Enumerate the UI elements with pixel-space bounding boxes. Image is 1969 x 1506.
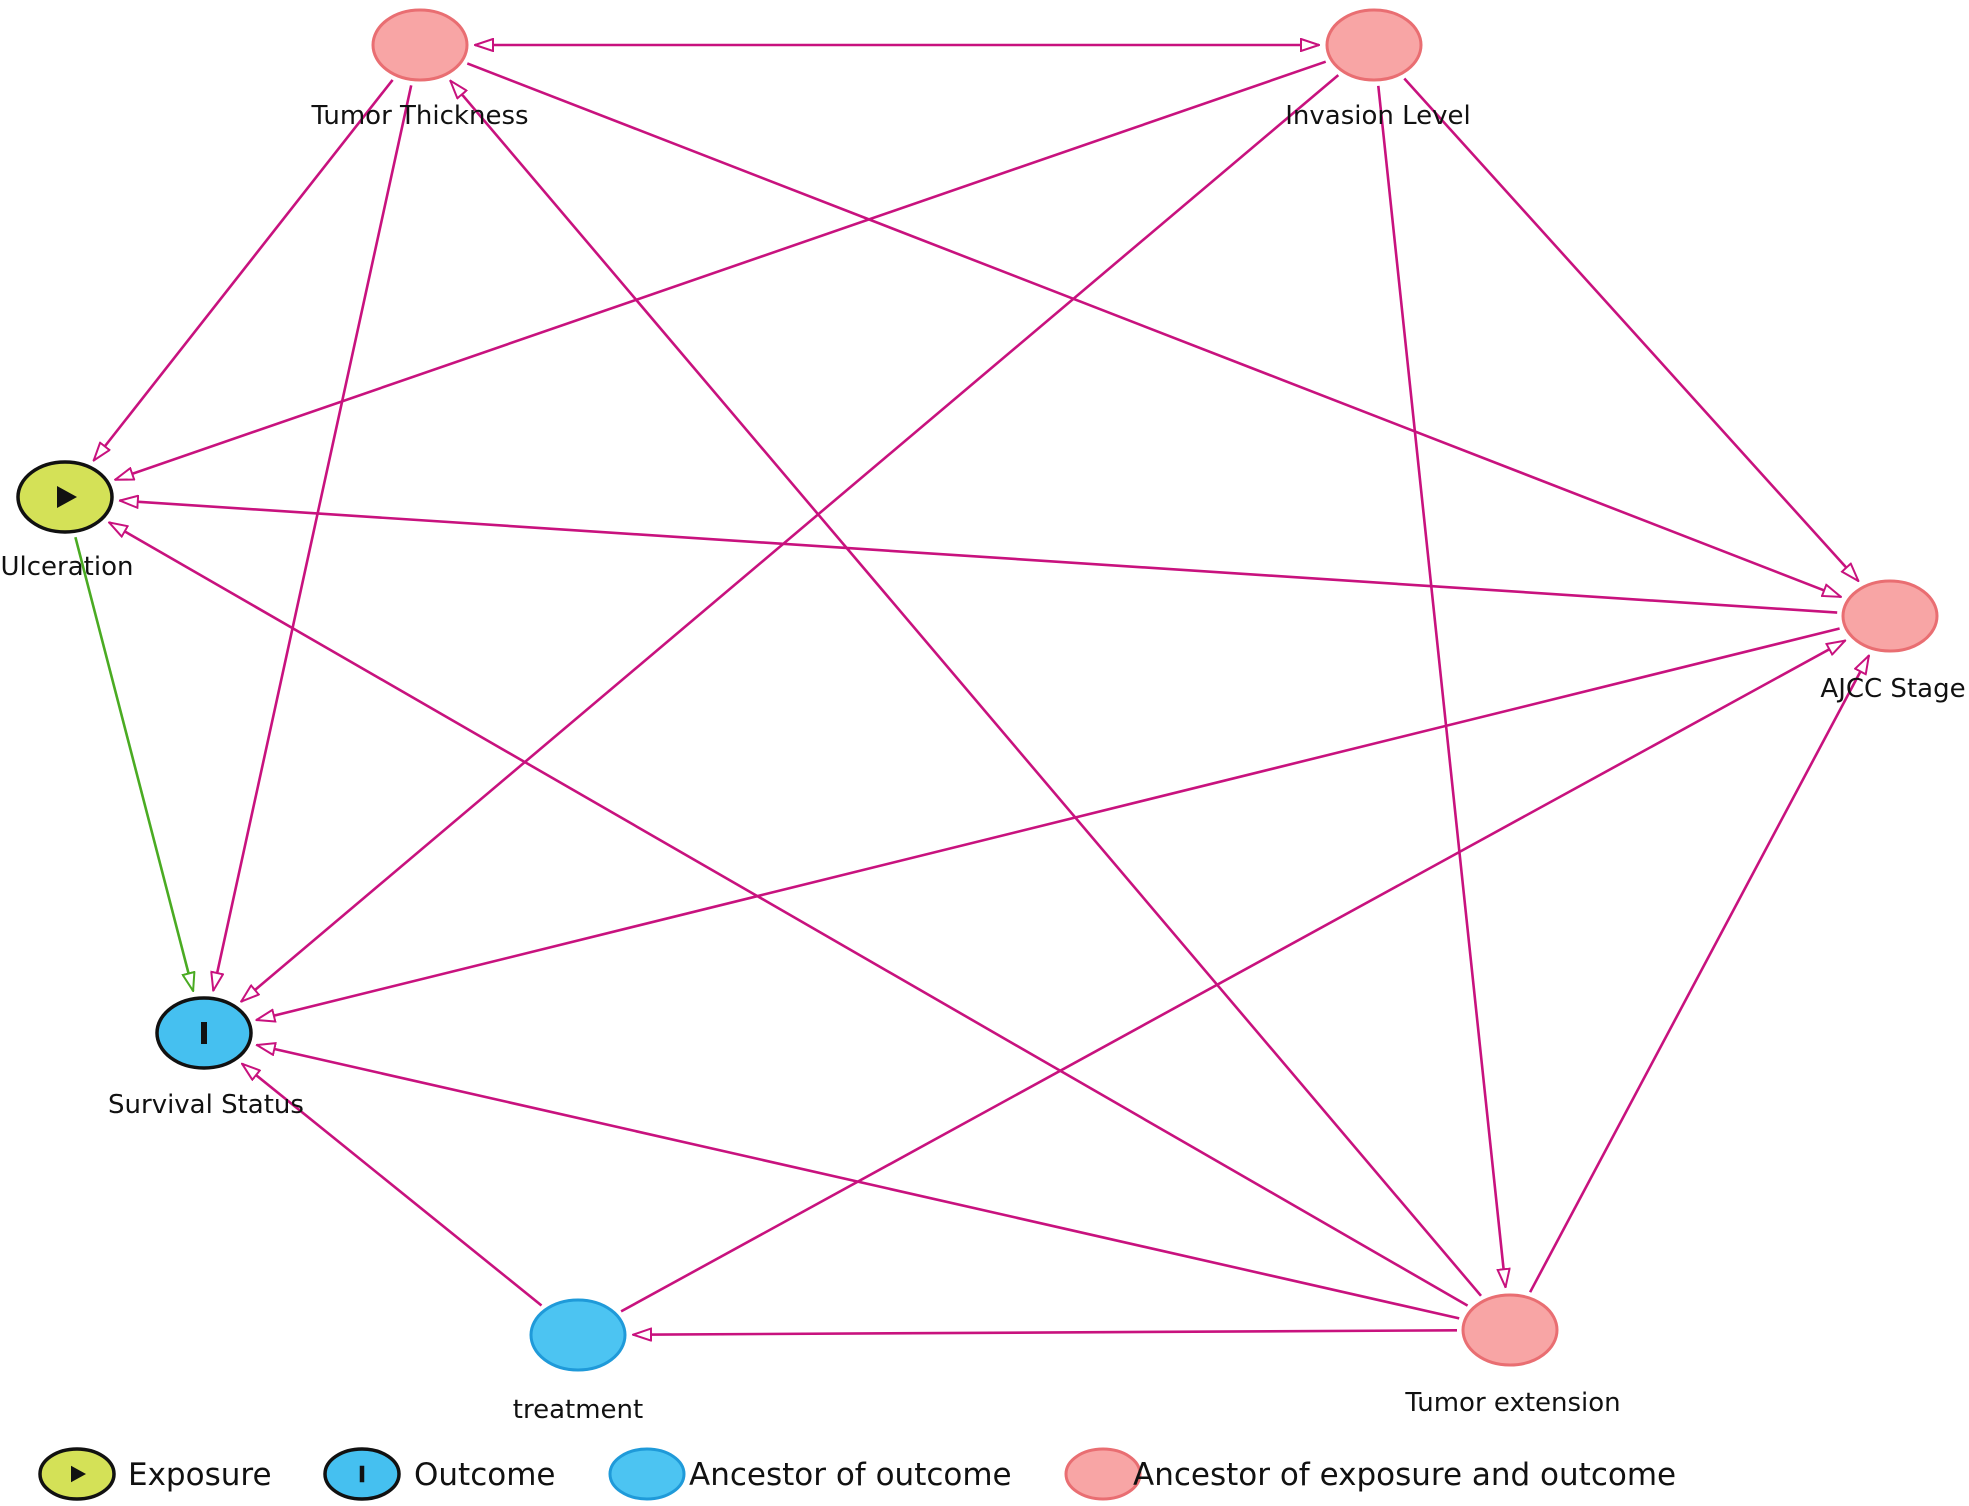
legend-label: Ancestor of outcome (689, 1457, 1012, 1493)
edges (74, 45, 1869, 1335)
edge-invasion-level-to-survival-status (241, 74, 1340, 1002)
legend-item-outcome: Outcome (323, 1447, 555, 1501)
edge-ajcc-stage-to-ulceration (120, 501, 1838, 614)
edge-tumor-thickness-to-survival-status (213, 85, 413, 990)
play-icon (57, 486, 77, 508)
edge-invasion-level-to-tumor-extension (1377, 85, 1505, 1287)
legend-swatch (608, 1447, 686, 1501)
edge-invasion-level-to-ulceration (115, 60, 1327, 481)
legend-label: Exposure (128, 1457, 272, 1493)
edge-tumor-extension-to-ulceration (109, 522, 1469, 1307)
node-label-tumor-thickness: Tumor Thickness (310, 101, 528, 131)
edge-invasion-level-to-ajcc-stage (1403, 77, 1858, 582)
node-labels: Tumor Thickness Invasion LevelUlcerationA… (1, 101, 1966, 1425)
legend-item-ancestor-outcome: Ancestor of outcome (608, 1447, 1012, 1501)
edge-ulceration-to-survival-status (74, 536, 193, 991)
node-label-ajcc-stage: AJCC Stage (1820, 674, 1965, 704)
node-ajcc-stage[interactable] (1841, 579, 1939, 653)
legend-item-ancestor-both: Ancestor of exposure and outcome (1064, 1447, 1676, 1501)
legend-label: Outcome (414, 1457, 555, 1493)
node-treatment[interactable] (529, 1298, 627, 1372)
ancestor-outcome-node-shape (529, 1298, 627, 1372)
node-label-ulceration: Ulceration (1, 552, 134, 582)
node-label-invasion-level: Invasion Level (1285, 101, 1471, 131)
nodes (16, 8, 1939, 1372)
node-tumor-extension[interactable] (1461, 1293, 1559, 1367)
ancestor-both-node-shape (1461, 1293, 1559, 1367)
edge-tumor-extension-to-tumor-thickness (450, 81, 1482, 1297)
legend-label: Ancestor of exposure and outcome (1133, 1457, 1676, 1493)
node-survival-status[interactable] (155, 996, 253, 1070)
node-ulceration[interactable] (16, 460, 114, 534)
edge-tumor-extension-to-treatment (633, 1330, 1458, 1334)
node-label-treatment: treatment (513, 1395, 643, 1425)
edge-tumor-extension-to-ajcc-stage (1528, 656, 1869, 1293)
legend-swatch (1064, 1447, 1142, 1501)
edge-tumor-thickness-to-ulceration (94, 79, 394, 461)
bar-icon (359, 1465, 365, 1483)
legend-item-exposure: Exposure (38, 1447, 272, 1501)
node-tumor-thickness[interactable] (371, 8, 469, 82)
ancestor-both-node-shape (1841, 579, 1939, 653)
edge-tumor-thickness-to-ajcc-stage (466, 62, 1841, 599)
play-icon (71, 1465, 86, 1483)
legend: Exposure Outcome Ancestor of outcome Ancest… (38, 1447, 1676, 1501)
ancestor-both-node-shape (371, 8, 469, 82)
edge-treatment-to-survival-status (242, 1064, 543, 1307)
ancestor-both-node-shape (1325, 8, 1423, 82)
bar-icon (201, 1022, 207, 1044)
node-label-survival-status: Survival Status (108, 1090, 304, 1120)
node-label-tumor-extension: Tumor extension (1404, 1388, 1620, 1418)
edge-treatment-to-ajcc-stage (620, 641, 1845, 1313)
edge-ajcc-stage-to-survival-status (256, 627, 1840, 1021)
node-invasion-level[interactable] (1325, 8, 1423, 82)
